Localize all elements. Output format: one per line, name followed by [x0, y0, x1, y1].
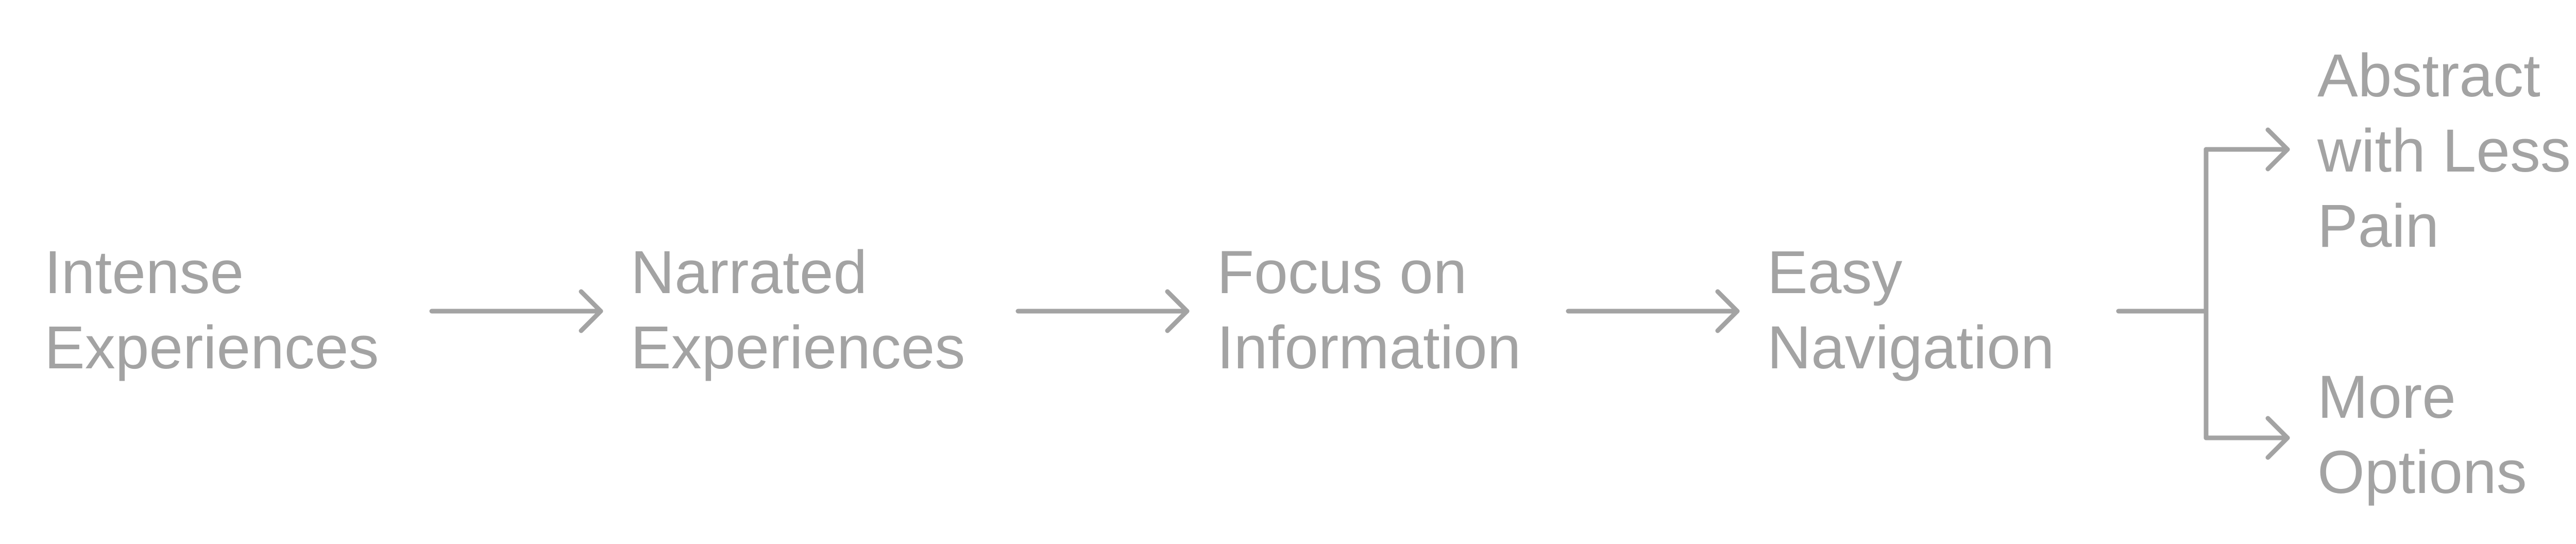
node-label-line: Intense: [44, 239, 244, 307]
node-label-line: Information: [1217, 314, 1521, 382]
node-label-line: Easy: [1767, 239, 1903, 307]
node-easy-navigation: Easy Navigation: [1767, 235, 2055, 385]
node-label-line: Focus on: [1217, 239, 1467, 307]
node-label-line: Navigation: [1767, 314, 2055, 382]
arrow-narrated-to-focus: [1015, 289, 1190, 333]
node-label-line: More: [2317, 363, 2456, 431]
node-focus-on-information: Focus on Information: [1217, 235, 1521, 385]
arrow-intense-to-narrated: [429, 289, 603, 333]
node-label-line: Experiences: [631, 314, 965, 382]
arrow-easy-to-abstract: [2204, 127, 2290, 172]
node-more-options: More Options: [2317, 360, 2527, 510]
node-abstract-with-less-pain: Abstract with Less Pain: [2317, 38, 2571, 264]
node-label-line: Pain: [2317, 192, 2439, 260]
arrow-easy-to-more-options: [2204, 416, 2290, 460]
node-label-line: Narrated: [631, 239, 868, 307]
branch-connector: [2116, 147, 2209, 440]
node-label-line: Options: [2317, 438, 2527, 506]
node-label-line: Experiences: [44, 314, 379, 382]
node-label-line: with Less: [2317, 117, 2571, 185]
arrow-focus-to-easy: [1566, 289, 1740, 333]
node-label-line: Abstract: [2317, 42, 2540, 110]
node-narrated-experiences: Narrated Experiences: [631, 235, 965, 385]
node-intense-experiences: Intense Experiences: [44, 235, 379, 385]
